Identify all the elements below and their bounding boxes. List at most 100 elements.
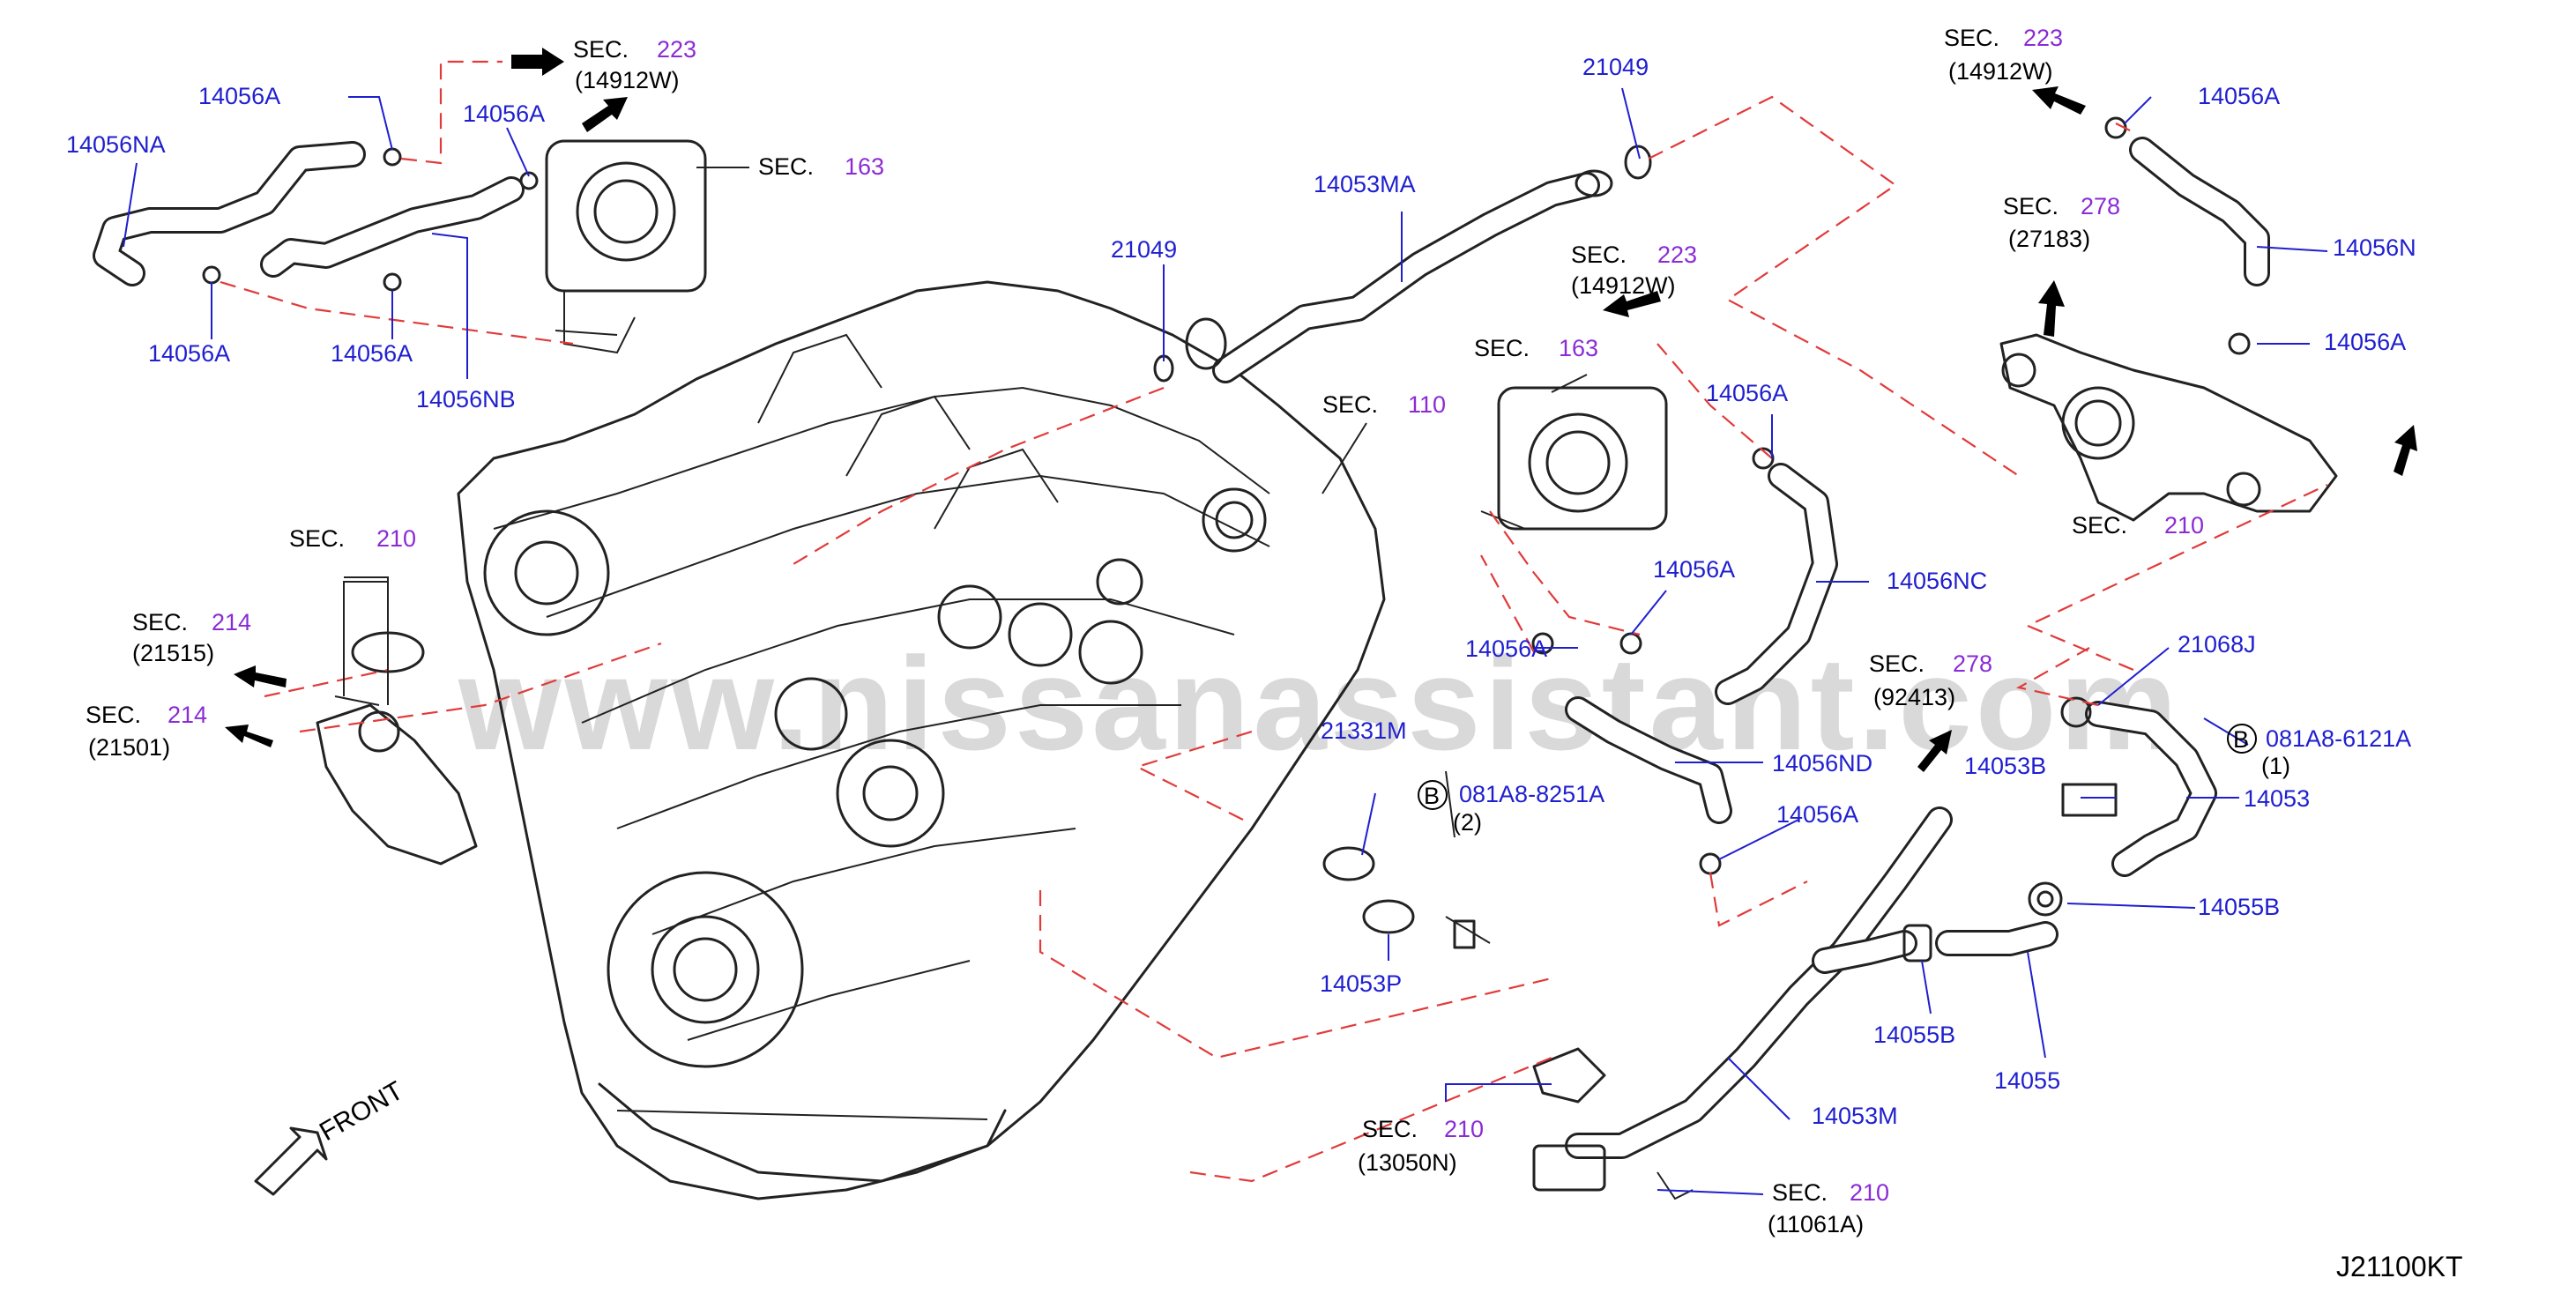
part-label-21049[interactable]: 21049: [1582, 54, 1649, 80]
b-circle-icon: [1418, 780, 1448, 810]
part-label-14055B[interactable]: 14055B: [1873, 1022, 1955, 1048]
section-prefix: SEC.: [86, 702, 141, 728]
section-prefix: SEC.: [1944, 25, 1999, 51]
part-label-081A8-6121A[interactable]: 081A8-6121A: [2266, 725, 2411, 752]
section-ref: (13050N): [1358, 1149, 1457, 1176]
section-number-210[interactable]: 210: [1444, 1116, 1484, 1142]
section-number-278[interactable]: 278: [2081, 193, 2120, 219]
arrow-right-icon: [511, 48, 564, 76]
section-prefix: SEC.: [2072, 512, 2127, 539]
part-label-14053P[interactable]: 14053P: [1320, 970, 1402, 997]
part-qty: (1): [2261, 753, 2290, 779]
section-number-223[interactable]: 223: [657, 36, 696, 63]
thermostat-housing-left: [316, 631, 478, 866]
b-circle-letter: B: [1424, 783, 1440, 809]
part-label-14055B[interactable]: 14055B: [2198, 894, 2280, 920]
part-label-14053[interactable]: 14053: [2244, 785, 2310, 812]
part-label-14056NB[interactable]: 14056NB: [416, 386, 516, 412]
part-label-21049[interactable]: 21049: [1111, 236, 1177, 263]
arrow-up-right-icon: [1917, 730, 1952, 772]
section-ref: (14912W): [1948, 58, 2053, 85]
section-prefix: SEC.: [289, 525, 345, 552]
section-number-210[interactable]: 210: [1850, 1179, 1889, 1206]
direction-arrows: [225, 48, 2417, 1196]
section-number-210[interactable]: 210: [2164, 512, 2204, 539]
part-label-14053MA[interactable]: 14053MA: [1314, 171, 1416, 197]
part-label-14056A[interactable]: 14056A: [148, 340, 230, 367]
section-ref: (14912W): [1571, 272, 1676, 299]
section-ref: (92413): [1873, 684, 1955, 710]
part-label-14053M[interactable]: 14053M: [1812, 1103, 1898, 1129]
front-label: FRONT: [315, 1076, 408, 1147]
section-number-223[interactable]: 223: [1657, 242, 1697, 268]
engine-block-drawing: [457, 280, 1386, 1200]
arrow-left-icon: [225, 725, 273, 747]
part-label-14053B[interactable]: 14053B: [1964, 753, 2046, 779]
part-label-14056A[interactable]: 14056A: [2198, 83, 2280, 109]
diagram-code: J21100KT: [2336, 1251, 2463, 1282]
arrow-up-icon: [2038, 280, 2065, 337]
leader-lines: [123, 87, 2328, 1195]
section-ref: (21501): [88, 734, 170, 761]
connection-lines: [220, 60, 2328, 1183]
gasket-21331M: [1322, 846, 1491, 949]
section-prefix: SEC.: [1869, 650, 1925, 677]
section-number-210[interactable]: 210: [376, 525, 416, 552]
hoses-14056NC-14056ND: [1531, 447, 1838, 875]
part-label-21331M[interactable]: 21331M: [1321, 717, 1407, 744]
b-circle-letter: B: [2233, 726, 2249, 753]
section-prefix: SEC.: [2003, 193, 2059, 219]
section-number-214[interactable]: 214: [168, 702, 207, 728]
section-prefix: SEC.: [1362, 1116, 1418, 1142]
part-label-14056A[interactable]: 14056A: [2324, 329, 2406, 355]
section-number-163[interactable]: 163: [1559, 335, 1598, 361]
section-number-214[interactable]: 214: [212, 609, 251, 635]
arrow-up-right-icon: [582, 97, 628, 132]
part-label-081A8-8251A[interactable]: 081A8-8251A: [1459, 781, 1604, 807]
part-label-14056ND[interactable]: 14056ND: [1772, 750, 1872, 777]
part-label-14056A[interactable]: 14056A: [198, 83, 280, 109]
section-number-278[interactable]: 278: [1953, 650, 1992, 677]
section-prefix: SEC.: [132, 609, 188, 635]
section-prefix: SEC.: [1571, 242, 1627, 268]
heater-hoses-top-left: [93, 141, 539, 292]
part-label-14056A[interactable]: 14056A: [1776, 801, 1858, 828]
part-label-14056A[interactable]: 14056A: [331, 340, 413, 367]
water-pipe-14053M: [1532, 806, 2059, 1200]
front-arrow-icon: [254, 1126, 328, 1196]
section-ref: (11061A): [1768, 1211, 1864, 1237]
section-number-163[interactable]: 163: [845, 153, 884, 180]
water-pipe-14053: [2028, 696, 2217, 917]
section-prefix: SEC.: [1772, 1179, 1828, 1206]
water-outlet-housing-top-right: [1999, 116, 2338, 522]
watermark: www.nissanassistant.com: [458, 629, 2181, 777]
arrow-up-left-icon: [2032, 86, 2086, 115]
section-ref: (21515): [132, 640, 214, 666]
part-qty: (2): [1453, 809, 1482, 836]
section-ref: (27183): [2008, 226, 2090, 252]
part-label-14055[interactable]: 14055: [1994, 1067, 2060, 1094]
arrow-left-icon: [1603, 291, 1661, 317]
section-prefix: SEC.: [1322, 391, 1378, 418]
section-ref: (14912W): [575, 67, 680, 93]
part-label-21068J[interactable]: 21068J: [2178, 631, 2256, 658]
section-number-110[interactable]: 110: [1408, 391, 1446, 418]
water-pipe-14053MA: [1153, 145, 1652, 383]
section-prefix: SEC.: [573, 36, 629, 63]
arrow-left-icon: [234, 665, 287, 687]
part-label-14056A[interactable]: 14056A: [1653, 556, 1735, 583]
b-circle-icon: [2227, 724, 2257, 754]
part-label-14056A[interactable]: 14056A: [1706, 380, 1788, 406]
throttle-body-top: [545, 139, 707, 354]
part-label-14056A[interactable]: 14056A: [1465, 635, 1547, 662]
section-prefix: SEC.: [1474, 335, 1530, 361]
part-label-14056A[interactable]: 14056A: [463, 100, 545, 127]
section-number-223[interactable]: 223: [2023, 25, 2063, 51]
part-label-14056NA[interactable]: 14056NA: [66, 131, 166, 158]
part-label-14056NC[interactable]: 14056NC: [1887, 568, 1987, 594]
section-prefix: SEC.: [758, 153, 814, 180]
arrow-up-right-icon: [2394, 425, 2417, 476]
throttle-body-center: [1480, 386, 1668, 531]
part-label-14056N[interactable]: 14056N: [2333, 234, 2416, 261]
